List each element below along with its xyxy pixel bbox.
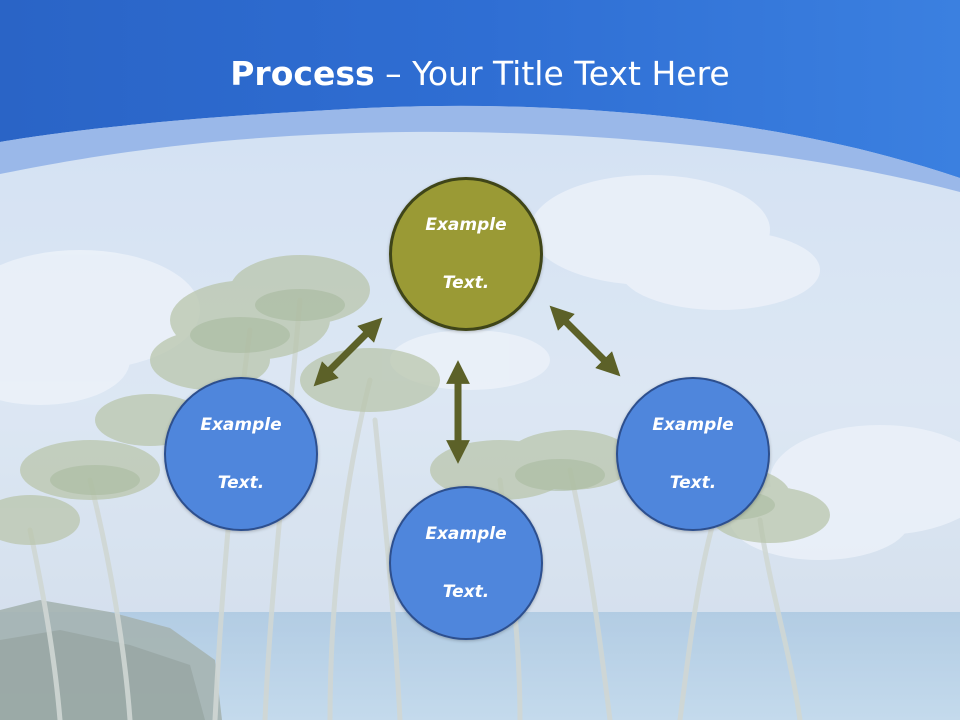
node-left-line2: Text. bbox=[217, 472, 265, 493]
title-rest: – Your Title Text Here bbox=[374, 54, 730, 93]
node-left-line1: Example bbox=[200, 414, 282, 435]
slide-title: Process – Your Title Text Here bbox=[0, 52, 960, 96]
node-top-line1: Example bbox=[425, 214, 507, 235]
node-top-line2: Text. bbox=[442, 272, 490, 293]
header-band bbox=[0, 0, 960, 178]
node-right-line1: Example bbox=[652, 414, 734, 435]
header-arc bbox=[0, 105, 960, 192]
node-bottom-line1: Example bbox=[425, 523, 507, 544]
node-bottom-line2: Text. bbox=[442, 581, 490, 602]
title-bold: Process bbox=[230, 54, 375, 93]
node-right-line2: Text. bbox=[669, 472, 717, 493]
